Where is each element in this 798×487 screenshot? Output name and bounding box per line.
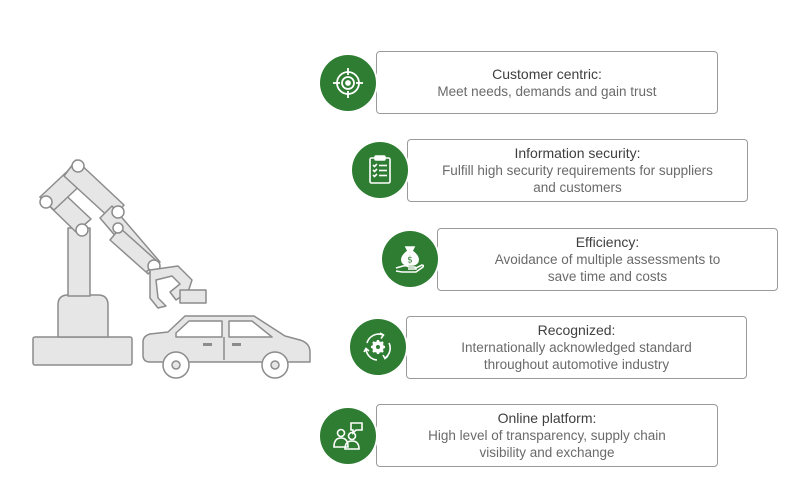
robot-gripper — [149, 265, 193, 309]
benefit-description: High level of transparency, supply chain — [428, 428, 666, 443]
benefit-description: and customers — [533, 180, 622, 195]
target-icon — [333, 68, 363, 98]
car — [142, 315, 311, 379]
robot-car-illustration — [32, 159, 311, 379]
benefit-recognized: Recognized: Internationally acknowledged… — [348, 316, 748, 380]
car-handle — [203, 343, 212, 346]
people-chat-icon — [333, 422, 363, 450]
benefit-description: Fulfill high security requirements for s… — [442, 163, 713, 178]
benefit-information-security: Information security: Fulfill high secur… — [350, 139, 748, 203]
benefit-description: Internationally acknowledged standard — [461, 340, 692, 355]
benefit-customer-centric: Customer centric: Meet needs, demands an… — [318, 51, 718, 115]
robot-joint — [75, 223, 89, 237]
car-handle — [232, 343, 241, 346]
robot-joint — [39, 195, 53, 209]
robot-column — [67, 227, 91, 297]
benefit-efficiency: Efficiency: Avoidance of multiple assess… — [380, 228, 778, 292]
robot-base — [32, 336, 133, 366]
benefit-description: Avoidance of multiple assessments to — [494, 252, 721, 267]
robot-held-part — [179, 289, 207, 304]
robot-arm — [32, 159, 207, 366]
money-bag-hand-icon: $ — [395, 246, 425, 273]
robot-joint — [71, 159, 85, 173]
benefit-description: visibility and exchange — [479, 445, 615, 460]
benefit-title: Efficiency: — [575, 234, 640, 250]
robot-pedestal — [57, 294, 109, 338]
benefit-badge — [320, 55, 376, 111]
benefit-title: Online platform: — [497, 410, 597, 426]
benefit-badge — [350, 319, 406, 375]
benefit-description: Meet needs, demands and gain trust — [437, 83, 657, 99]
benefit-title: Recognized: — [537, 322, 616, 338]
benefit-badge — [352, 142, 408, 198]
benefit-description: save time and costs — [547, 269, 668, 284]
benefit-card: Efficiency: Avoidance of multiple assess… — [437, 228, 778, 291]
benefit-card: Customer centric: Meet needs, demands an… — [376, 51, 718, 114]
benefit-description: throughout automotive industry — [483, 357, 670, 372]
robot-joint — [111, 205, 125, 219]
benefit-title: Customer centric: — [492, 65, 602, 82]
benefit-title: Information security: — [514, 145, 641, 161]
benefit-card: Recognized: Internationally acknowledged… — [406, 316, 747, 379]
car-hub — [270, 360, 280, 370]
benefit-badge — [320, 408, 376, 464]
benefit-online-platform: Online platform: High level of transpare… — [318, 404, 718, 468]
benefit-badge: $ — [382, 231, 438, 287]
svg-text:$: $ — [407, 256, 413, 266]
clipboard-checklist-icon — [369, 155, 391, 184]
benefit-card: Online platform: High level of transpare… — [376, 404, 718, 467]
car-window-front — [175, 320, 223, 338]
benefit-card: Information security: Fulfill high secur… — [407, 139, 748, 202]
gear-cycle-icon — [363, 332, 391, 361]
robot-joint — [112, 222, 124, 234]
car-window-rear — [228, 320, 273, 338]
robot-arm-segment-5 — [109, 227, 159, 273]
car-hub — [171, 360, 181, 370]
